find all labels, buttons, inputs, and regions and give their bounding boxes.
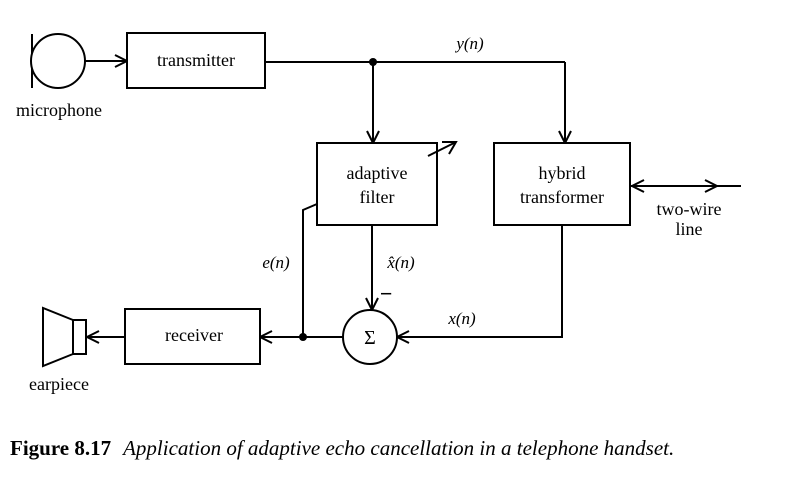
adaptation-arrow xyxy=(427,141,457,157)
hybrid-transformer-label-line1: hybrid xyxy=(539,163,586,183)
signal-y-label: y(n) xyxy=(454,34,484,53)
caption-label: Figure 8.17 xyxy=(10,436,111,460)
microphone-icon xyxy=(30,33,86,89)
signal-xhat-label: x̂(n) xyxy=(386,253,415,272)
arrowhead xyxy=(704,179,720,193)
adaptive-filter-label-line1: adaptive xyxy=(347,163,408,183)
summer-symbol: Σ xyxy=(364,327,376,349)
figure-caption: Figure 8.17 Application of adaptive echo … xyxy=(10,436,674,460)
adaptive-filter-label-line2: filter xyxy=(360,187,395,207)
caption-text: Application of adaptive echo cancellatio… xyxy=(121,436,674,460)
adaptive-filter-block xyxy=(316,142,438,226)
transmitter-label: transmitter xyxy=(157,50,235,70)
arrowhead xyxy=(442,141,458,155)
hybrid-transformer-block xyxy=(493,142,631,226)
microphone xyxy=(30,33,86,89)
hybrid-transformer-label-line2: transformer xyxy=(520,187,604,207)
receiver-block xyxy=(124,308,261,365)
arrowhead xyxy=(629,179,645,193)
receiver-label: receiver xyxy=(165,325,223,345)
two-wire-line-label-line1: two-wire xyxy=(657,199,722,219)
minus-sign: − xyxy=(380,281,393,306)
x-return-wire xyxy=(397,225,563,338)
error-feedback-wire xyxy=(302,203,318,337)
two-wire-line-label-line2: line xyxy=(676,219,703,239)
signal-x-label: x(n) xyxy=(447,309,476,328)
earpiece-label: earpiece xyxy=(29,374,89,394)
earpiece-icon xyxy=(42,306,87,368)
signal-e-label: e(n) xyxy=(262,253,290,272)
transmitter-block xyxy=(126,32,266,89)
microphone-label: microphone xyxy=(16,100,102,120)
